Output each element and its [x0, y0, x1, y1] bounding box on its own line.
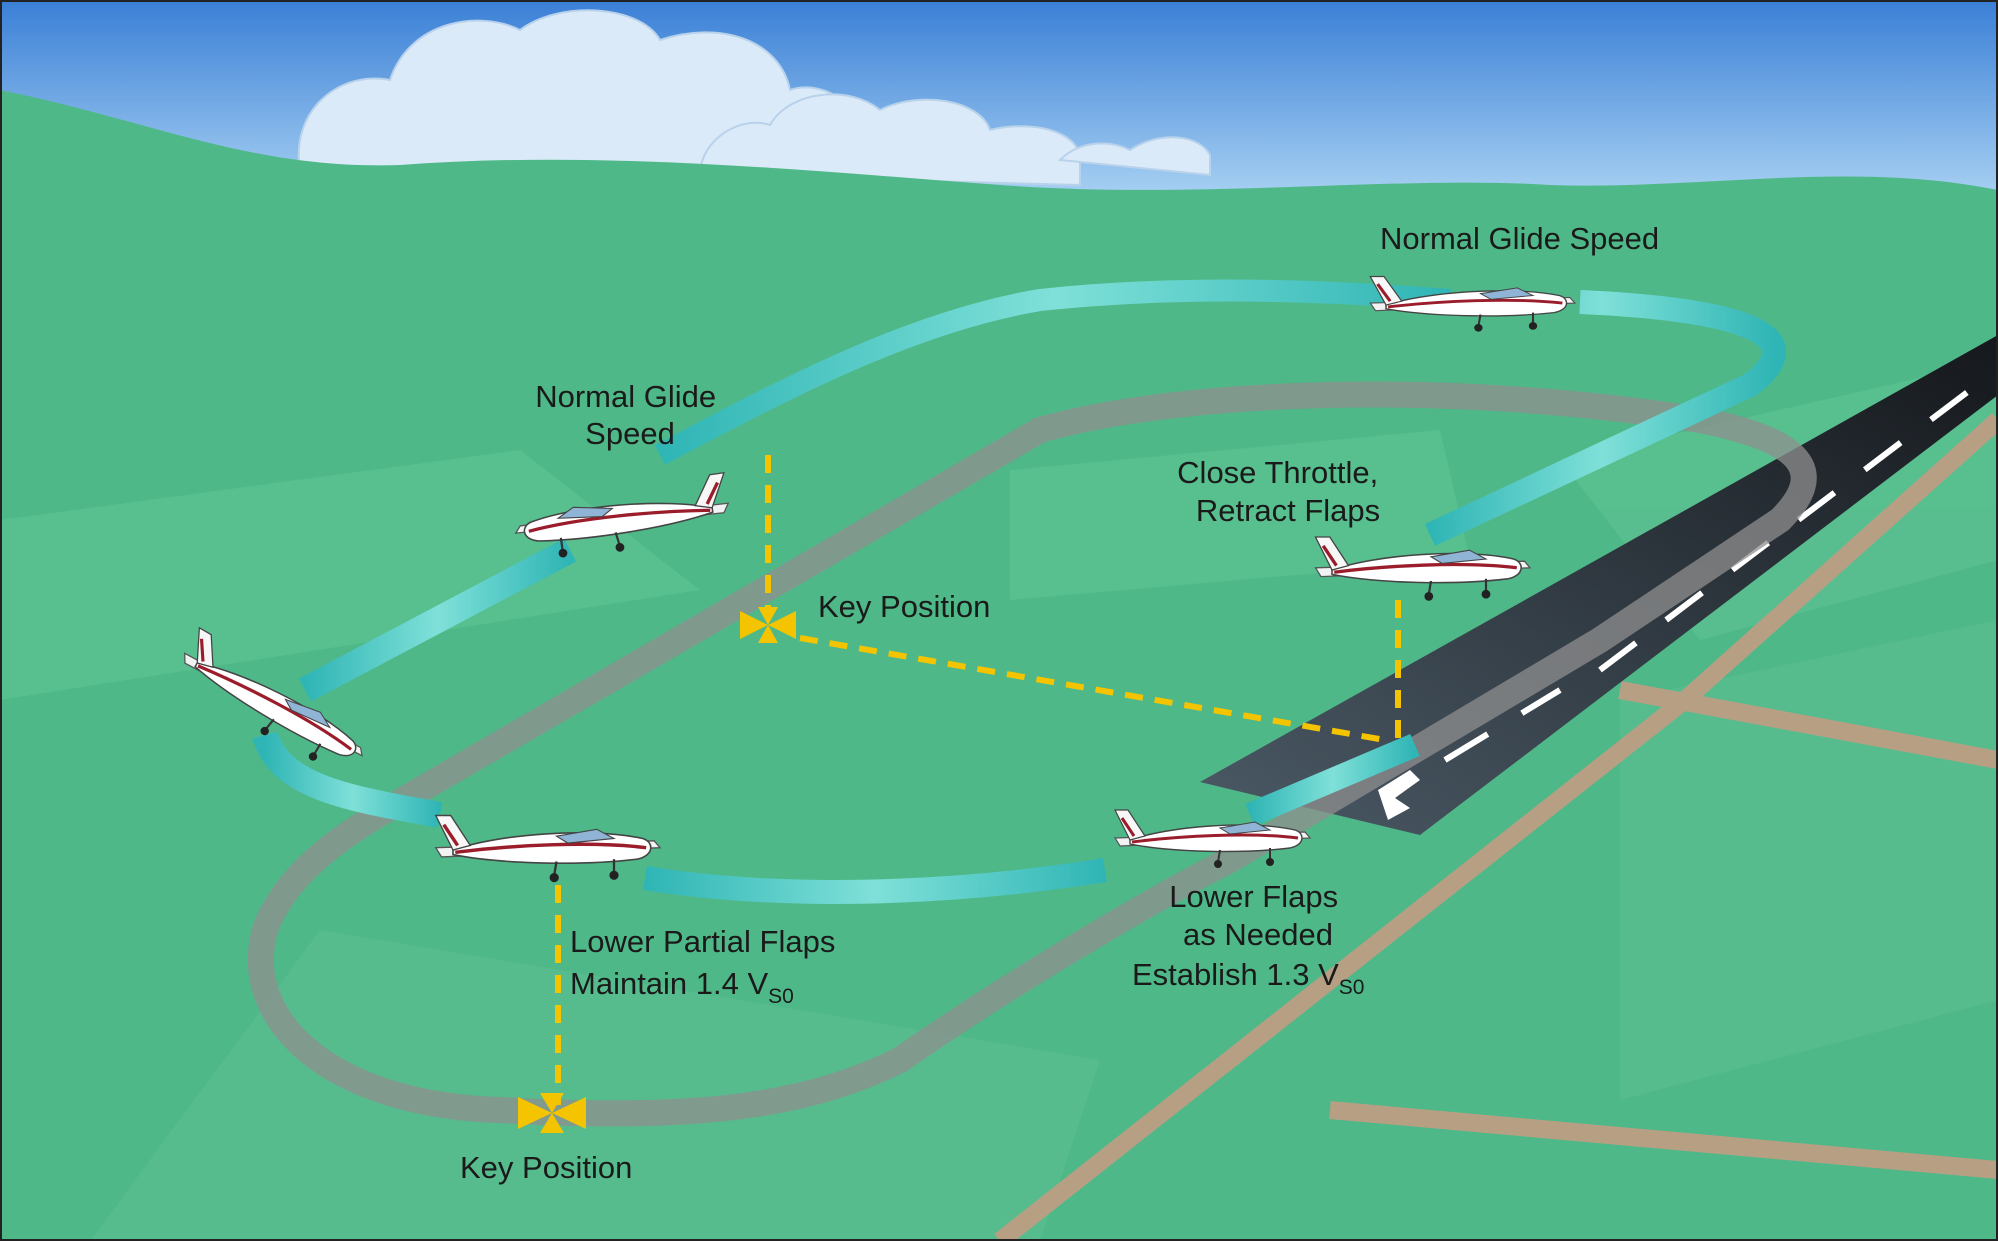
- key-position-marker-upper: [740, 607, 796, 643]
- label-lower-partial-flaps: Lower Partial Flaps Maintain 1.4 VS0: [570, 924, 844, 1008]
- label-key-position-lower: Key Position: [460, 1150, 632, 1185]
- key-position-marker-lower: [518, 1093, 586, 1133]
- flight-path: [252, 279, 1787, 904]
- label-lower-flaps: Lower Flaps as Needed: [1169, 879, 1346, 952]
- clouds: [297, 9, 1211, 187]
- label-key-position-upper: Key Position: [818, 589, 990, 624]
- runway-number: [1378, 770, 1420, 820]
- label-close-throttle: Close Throttle, Retract Flaps: [1177, 455, 1387, 528]
- ground: [0, 90, 1998, 1241]
- label-normal-glide-speed-top: Normal Glide Speed: [1380, 221, 1659, 256]
- label-normal-glide-speed-left: Normal Glide Speed: [535, 379, 725, 451]
- label-establish-speed: Establish 1.3 VS0: [1132, 957, 1364, 999]
- reference-lines: [555, 455, 1401, 1105]
- roads: [994, 413, 1998, 1241]
